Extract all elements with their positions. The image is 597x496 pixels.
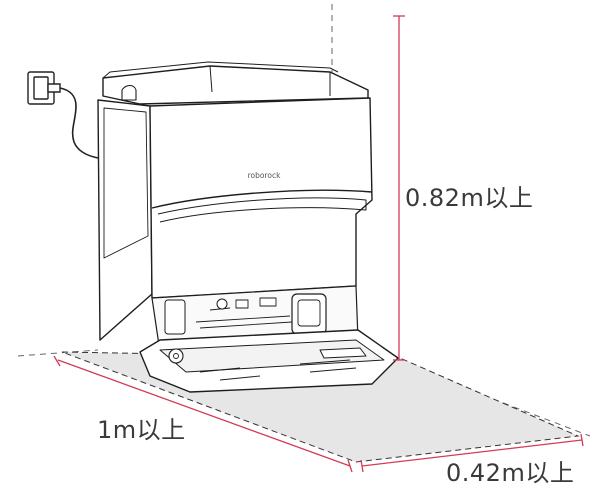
tank-divider-line [151,189,373,209]
plug-head [47,83,61,93]
width-dimension-line [361,439,583,467]
wall-socket-icon [27,71,99,159]
dock-station [97,61,399,393]
power-cable [59,87,99,159]
dimension-lines [53,15,584,473]
dock-side-panel [97,99,153,341]
front-clearance-label: 1m以上 [97,416,186,444]
height-clearance-label: 0.82m以上 [405,184,534,212]
dock-top-lid [102,65,369,105]
brand-logo: roborock [248,171,281,180]
wall-floor-left [17,349,99,357]
side-clearance-label: 0.42m以上 [446,459,575,487]
depth-dimension-line [57,359,351,467]
